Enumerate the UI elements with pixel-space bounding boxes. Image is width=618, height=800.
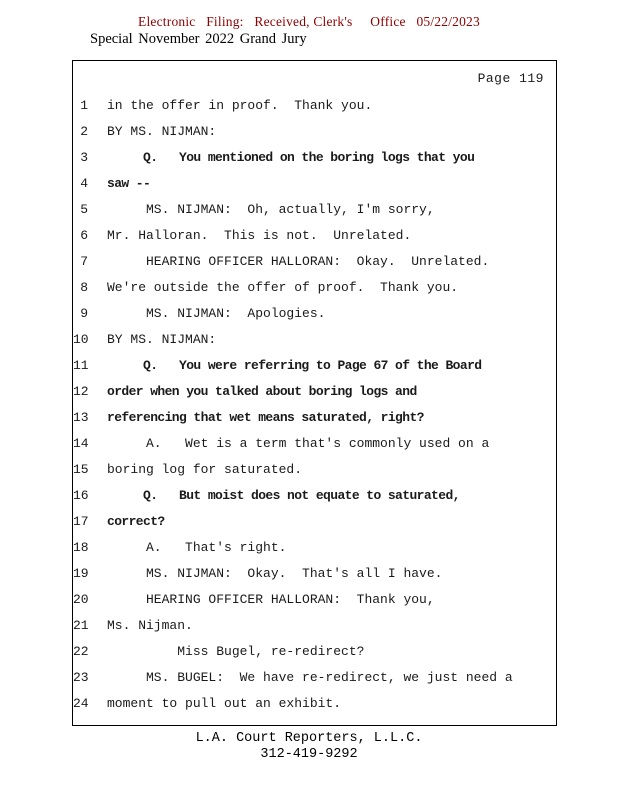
page-number-label: Page 119: [477, 71, 544, 86]
line-number: 24: [73, 696, 89, 711]
transcript-line: 11 Q. You were referring to Page 67 of t…: [73, 353, 556, 379]
line-number: 2: [80, 124, 88, 139]
line-text: MS. NIJMAN: Apologies.: [107, 306, 326, 321]
transcript-line: 19 MS. NIJMAN: Okay. That's all I have.: [73, 561, 556, 587]
efiling-stamp: Electronic Filing: Received, Clerk's Off…: [138, 14, 480, 29]
transcript-line: 18 A. That's right.: [73, 535, 556, 561]
line-number: 9: [80, 306, 88, 321]
line-number: 7: [80, 254, 88, 269]
line-text: MS. NIJMAN: Okay. That's all I have.: [107, 566, 443, 581]
reporter-phone: 312-419-9292: [260, 747, 358, 762]
transcript-line: 9 MS. NIJMAN: Apologies.: [73, 301, 556, 327]
line-text: Miss Bugel, re-redirect?: [107, 644, 365, 659]
line-number: 8: [80, 280, 88, 295]
transcript-line: 12 order when you talked about boring lo…: [73, 379, 556, 405]
transcript-line: 16 Q. But moist does not equate to satur…: [73, 483, 556, 509]
transcript-lines: 1 in the offer in proof. Thank you. 2 BY…: [73, 93, 556, 717]
line-text: BY MS. NIJMAN:: [107, 332, 217, 347]
line-text: order when you talked about boring logs …: [107, 384, 417, 399]
transcript-line: 7 HEARING OFFICER HALLORAN: Okay. Unrela…: [73, 249, 556, 275]
line-text: Mr. Halloran. This is not. Unrelated.: [107, 228, 412, 243]
line-text: moment to pull out an exhibit.: [107, 696, 342, 711]
reporter-footer: L.A. Court Reporters, L.L.C. 312-419-929…: [0, 731, 618, 763]
line-number: 18: [73, 540, 89, 555]
line-number: 5: [80, 202, 88, 217]
transcript-line: 23 MS. BUGEL: We have re-redirect, we ju…: [73, 665, 556, 691]
line-text: correct?: [107, 514, 165, 529]
transcript-line: 22 Miss Bugel, re-redirect?: [73, 639, 556, 665]
transcript-line: 6 Mr. Halloran. This is not. Unrelated.: [73, 223, 556, 249]
reporter-company: L.A. Court Reporters, L.L.C.: [195, 731, 423, 746]
line-text: Q. You mentioned on the boring logs that…: [107, 150, 475, 165]
line-number: 10: [73, 332, 89, 347]
transcript-line: 15 boring log for saturated.: [73, 457, 556, 483]
transcript-line: 3 Q. You mentioned on the boring logs th…: [73, 145, 556, 171]
transcript-line: 2 BY MS. NIJMAN:: [73, 119, 556, 145]
line-number: 14: [73, 436, 89, 451]
transcript-line: 4 saw --: [73, 171, 556, 197]
line-text: referencing that wet means saturated, ri…: [107, 410, 424, 425]
line-text: Ms. Nijman.: [107, 618, 193, 633]
transcript-line: 10 BY MS. NIJMAN:: [73, 327, 556, 353]
line-number: 11: [73, 358, 89, 373]
transcript-line: 20 HEARING OFFICER HALLORAN: Thank you,: [73, 587, 556, 613]
line-number: 19: [73, 566, 89, 581]
line-number: 3: [80, 150, 88, 165]
line-text: Q. You were referring to Page 67 of the …: [107, 358, 482, 373]
transcript-page: Page 119 1 in the offer in proof. Thank …: [72, 60, 557, 726]
line-text: MS. BUGEL: We have re-redirect, we just …: [107, 670, 513, 685]
transcript-line: 1 in the offer in proof. Thank you.: [73, 93, 556, 119]
transcript-line: 24 moment to pull out an exhibit.: [73, 691, 556, 717]
line-text: We're outside the offer of proof. Thank …: [107, 280, 459, 295]
transcript-line: 17 correct?: [73, 509, 556, 535]
line-text: BY MS. NIJMAN:: [107, 124, 217, 139]
line-text: saw --: [107, 176, 151, 191]
line-text: A. Wet is a term that's commonly used on…: [107, 436, 490, 451]
line-number: 6: [80, 228, 88, 243]
line-number: 12: [73, 384, 89, 399]
line-number: 4: [80, 176, 88, 191]
line-text: A. That's right.: [107, 540, 287, 555]
transcript-line: 13 referencing that wet means saturated,…: [73, 405, 556, 431]
line-number: 16: [73, 488, 89, 503]
line-text: in the offer in proof. Thank you.: [107, 98, 373, 113]
transcript-line: 14 A. Wet is a term that's commonly used…: [73, 431, 556, 457]
line-text: Q. But moist does not equate to saturate…: [107, 488, 460, 503]
transcript-line: 8 We're outside the offer of proof. Than…: [73, 275, 556, 301]
line-number: 1: [80, 98, 88, 113]
transcript-line: 5 MS. NIJMAN: Oh, actually, I'm sorry,: [73, 197, 556, 223]
line-number: 20: [73, 592, 89, 607]
line-text: boring log for saturated.: [107, 462, 303, 477]
line-text: HEARING OFFICER HALLORAN: Thank you,: [107, 592, 435, 607]
line-number: 22: [73, 644, 89, 659]
line-number: 13: [73, 410, 89, 425]
case-title: Special November 2022 Grand Jury: [90, 31, 307, 47]
line-number: 15: [73, 462, 89, 477]
transcript-line: 21 Ms. Nijman.: [73, 613, 556, 639]
line-number: 23: [73, 670, 89, 685]
line-number: 21: [73, 618, 89, 633]
line-text: MS. NIJMAN: Oh, actually, I'm sorry,: [107, 202, 435, 217]
line-text: HEARING OFFICER HALLORAN: Okay. Unrelate…: [107, 254, 490, 269]
line-number: 17: [73, 514, 89, 529]
